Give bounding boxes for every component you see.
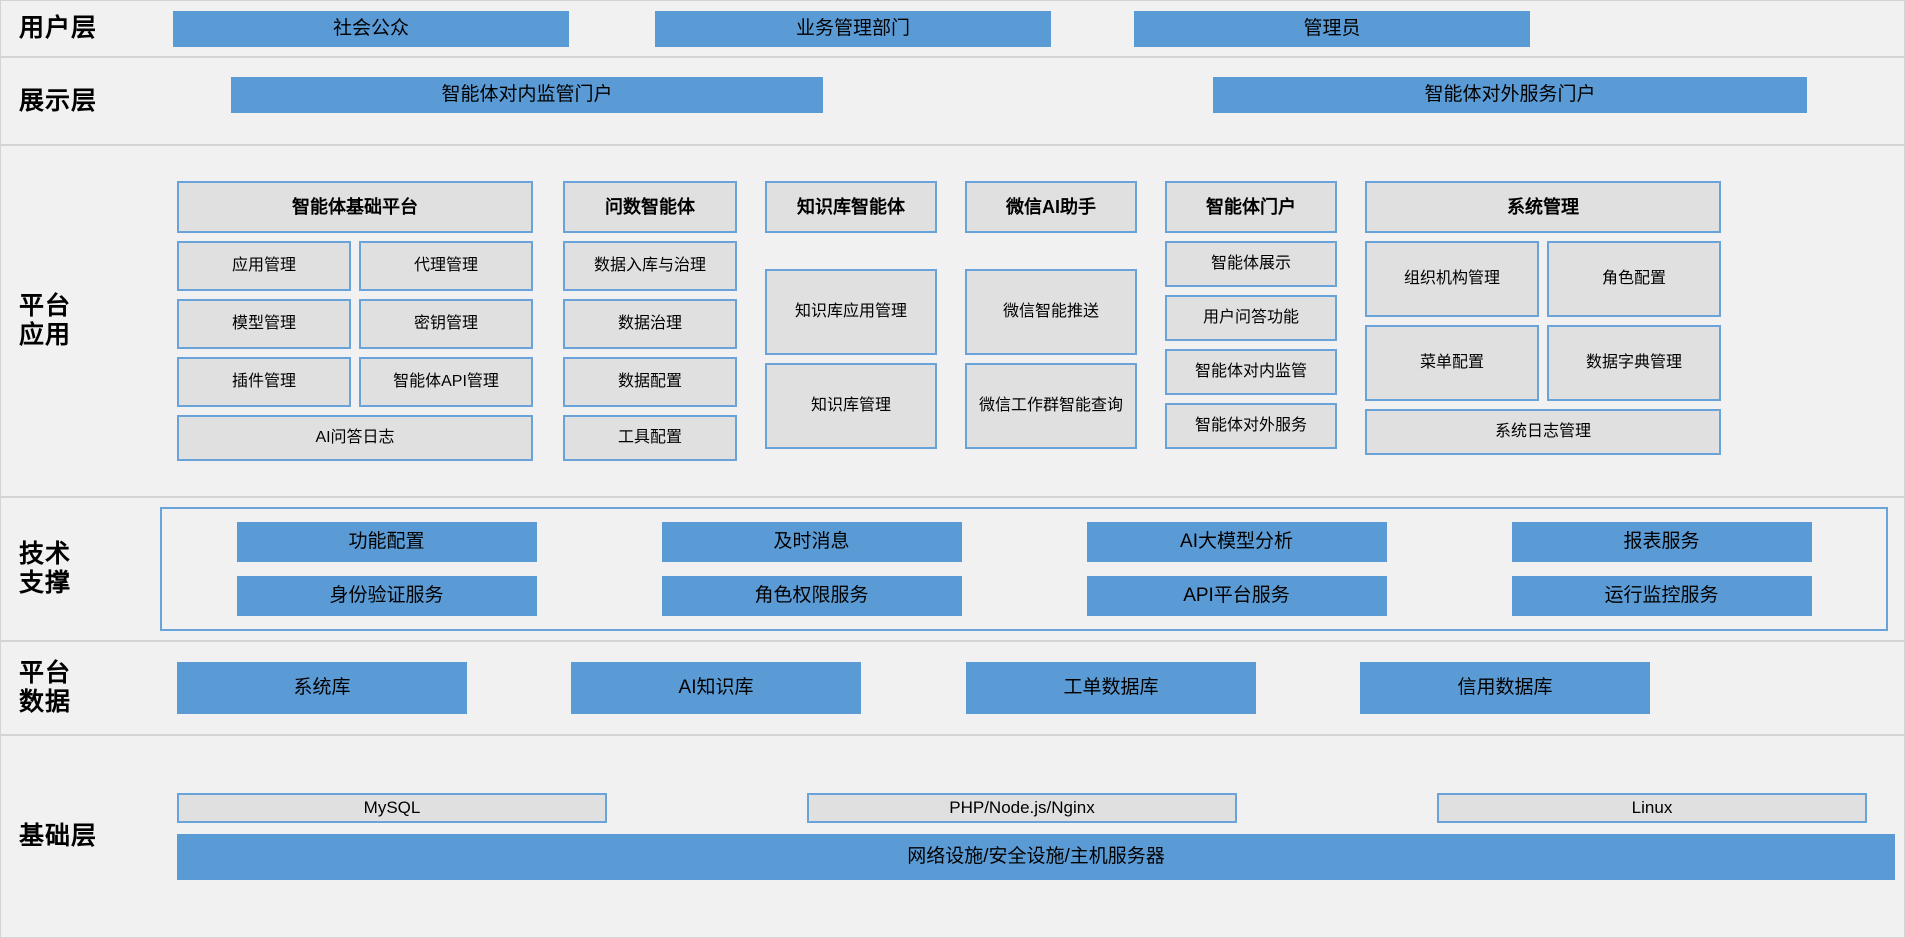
app-item-plugin-management[interactable]: 插件管理 [177,357,351,407]
tech-item-report-service[interactable]: 报表服务 [1511,522,1812,562]
app-item-kb-application-management[interactable]: 知识库应用管理 [765,269,937,355]
tech-item-api-platform-service[interactable]: API平台服务 [1086,576,1387,616]
app-item-ai-qa-log[interactable]: AI问答日志 [177,415,533,461]
tech-item-role-permission-service[interactable]: 角色权限服务 [661,576,962,616]
data-box-ai-knowledge-db[interactable]: AI知识库 [571,662,861,714]
app-group-system-management: 系统管理 组织机构管理 角色配置 菜单配置 数据字典管理 系统日志管理 [1365,181,1721,455]
user-box-admin[interactable]: 管理员 [1134,10,1530,47]
user-box-business-dept[interactable]: 业务管理部门 [655,10,1051,47]
tech-column: AI大模型分析 API平台服务 [1024,522,1449,616]
layer-technical-support: 技术 支撑 功能配置 身份验证服务 及时消息 角色权限服务 AI大模型分析 AP… [0,497,1905,641]
app-item-agent-showcase[interactable]: 智能体展示 [1165,241,1337,287]
app-item-agent-management[interactable]: 代理管理 [359,241,533,291]
tech-item-runtime-monitoring-service[interactable]: 运行监控服务 [1511,576,1812,616]
tech-column: 功能配置 身份验证服务 [174,522,599,616]
layer-label-user: 用户层 [19,14,98,43]
app-item-kb-management[interactable]: 知识库管理 [765,363,937,449]
infra-item-mysql[interactable]: MySQL [177,793,607,823]
app-group-knowledge-base-agent: 知识库智能体 知识库应用管理 知识库管理 [765,181,937,449]
app-group-data-query-agent: 问数智能体 数据入库与治理 数据治理 数据配置 工具配置 [563,181,737,461]
layer-infrastructure: 基础层 MySQL PHP/Node.js/Nginx Linux 网络设施/安… [0,735,1905,938]
tech-item-ai-large-model-analysis[interactable]: AI大模型分析 [1086,522,1387,562]
user-box-public[interactable]: 社会公众 [173,10,569,47]
layer-body-infrastructure: MySQL PHP/Node.js/Nginx Linux 网络设施/安全设施/… [149,736,1904,937]
app-item-wechat-smart-push[interactable]: 微信智能推送 [965,269,1137,355]
layer-label-presentation: 展示层 [19,86,98,115]
app-item-agent-api-management[interactable]: 智能体API管理 [359,357,533,407]
layer-platform-applications: 平台 应用 智能体基础平台 应用管理 代理管理 模型管理 密钥管理 插件管理 [0,145,1905,497]
app-group-agent-base-platform: 智能体基础平台 应用管理 代理管理 模型管理 密钥管理 插件管理 智能体API管… [177,181,533,461]
app-row: 应用管理 代理管理 [177,241,533,291]
tech-item-instant-message[interactable]: 及时消息 [661,522,962,562]
group-header-agent-portal[interactable]: 智能体门户 [1165,181,1337,233]
app-item-menu-configuration[interactable]: 菜单配置 [1365,325,1539,401]
app-item-tool-configuration[interactable]: 工具配置 [563,415,737,461]
spacer [965,241,1137,261]
app-item-key-management[interactable]: 密钥管理 [359,299,533,349]
app-row: 模型管理 密钥管理 [177,299,533,349]
infra-item-network-security-host-servers[interactable]: 网络设施/安全设施/主机服务器 [177,834,1895,880]
portal-box-external-service[interactable]: 智能体对外服务门户 [1213,77,1807,113]
layer-label-technical-support: 技术 支撑 [19,540,72,597]
group-header-data-query-agent[interactable]: 问数智能体 [563,181,737,233]
app-item-agent-internal-supervision[interactable]: 智能体对内监管 [1165,349,1337,395]
group-header-system-management[interactable]: 系统管理 [1365,181,1721,233]
layer-platform-data: 平台 数据 系统库 AI知识库 工单数据库 信用数据库 [0,641,1905,735]
app-item-agent-external-service[interactable]: 智能体对外服务 [1165,403,1337,449]
layer-body-presentation: 智能体对内监管门户 智能体对外服务门户 [149,58,1904,144]
app-item-wechat-group-smart-query[interactable]: 微信工作群智能查询 [965,363,1137,449]
layer-label-platform-data: 平台 数据 [19,659,72,716]
spacer [765,241,937,261]
tech-item-function-configuration[interactable]: 功能配置 [236,522,537,562]
layer-presentation: 展示层 智能体对内监管门户 智能体对外服务门户 [0,57,1905,145]
app-row: 菜单配置 数据字典管理 [1365,325,1721,401]
tech-column: 及时消息 角色权限服务 [599,522,1024,616]
layer-body-user: 社会公众 业务管理部门 管理员 [149,1,1904,56]
app-group-wechat-ai-assistant: 微信AI助手 微信智能推送 微信工作群智能查询 [965,181,1137,449]
infra-item-php-node-nginx[interactable]: PHP/Node.js/Nginx [807,793,1237,823]
layer-body-platform-applications: 智能体基础平台 应用管理 代理管理 模型管理 密钥管理 插件管理 智能体API管… [149,146,1904,496]
tech-item-identity-verification-service[interactable]: 身份验证服务 [236,576,537,616]
app-item-application-management[interactable]: 应用管理 [177,241,351,291]
data-box-credit-db[interactable]: 信用数据库 [1360,662,1650,714]
layer-user: 用户层 社会公众 业务管理部门 管理员 [0,0,1905,57]
data-box-system-db[interactable]: 系统库 [177,662,467,714]
group-header-agent-base-platform[interactable]: 智能体基础平台 [177,181,533,233]
portal-box-internal-supervision[interactable]: 智能体对内监管门户 [231,77,823,113]
app-item-user-qa-function[interactable]: 用户问答功能 [1165,295,1337,341]
app-row: 插件管理 智能体API管理 [177,357,533,407]
layer-body-platform-data: 系统库 AI知识库 工单数据库 信用数据库 [149,642,1904,734]
app-item-data-ingest-governance[interactable]: 数据入库与治理 [563,241,737,291]
layer-label-platform-applications: 平台 应用 [19,292,72,349]
app-row: 组织机构管理 角色配置 [1365,241,1721,317]
data-box-work-order-db[interactable]: 工单数据库 [966,662,1256,714]
tech-column: 报表服务 运行监控服务 [1449,522,1874,616]
app-item-data-governance[interactable]: 数据治理 [563,299,737,349]
infra-item-linux[interactable]: Linux [1437,793,1867,823]
app-group-agent-portal: 智能体门户 智能体展示 用户问答功能 智能体对内监管 智能体对外服务 [1165,181,1337,449]
technical-support-container: 功能配置 身份验证服务 及时消息 角色权限服务 AI大模型分析 API平台服务 … [160,507,1888,631]
layer-label-infrastructure: 基础层 [19,822,98,851]
app-item-data-dictionary-management[interactable]: 数据字典管理 [1547,325,1721,401]
app-item-org-structure-management[interactable]: 组织机构管理 [1365,241,1539,317]
app-item-system-log-management[interactable]: 系统日志管理 [1365,409,1721,455]
group-header-wechat-ai-assistant[interactable]: 微信AI助手 [965,181,1137,233]
app-item-model-management[interactable]: 模型管理 [177,299,351,349]
app-item-data-configuration[interactable]: 数据配置 [563,357,737,407]
app-item-role-configuration[interactable]: 角色配置 [1547,241,1721,317]
group-header-knowledge-base-agent[interactable]: 知识库智能体 [765,181,937,233]
layer-body-technical-support: 功能配置 身份验证服务 及时消息 角色权限服务 AI大模型分析 API平台服务 … [149,498,1905,640]
